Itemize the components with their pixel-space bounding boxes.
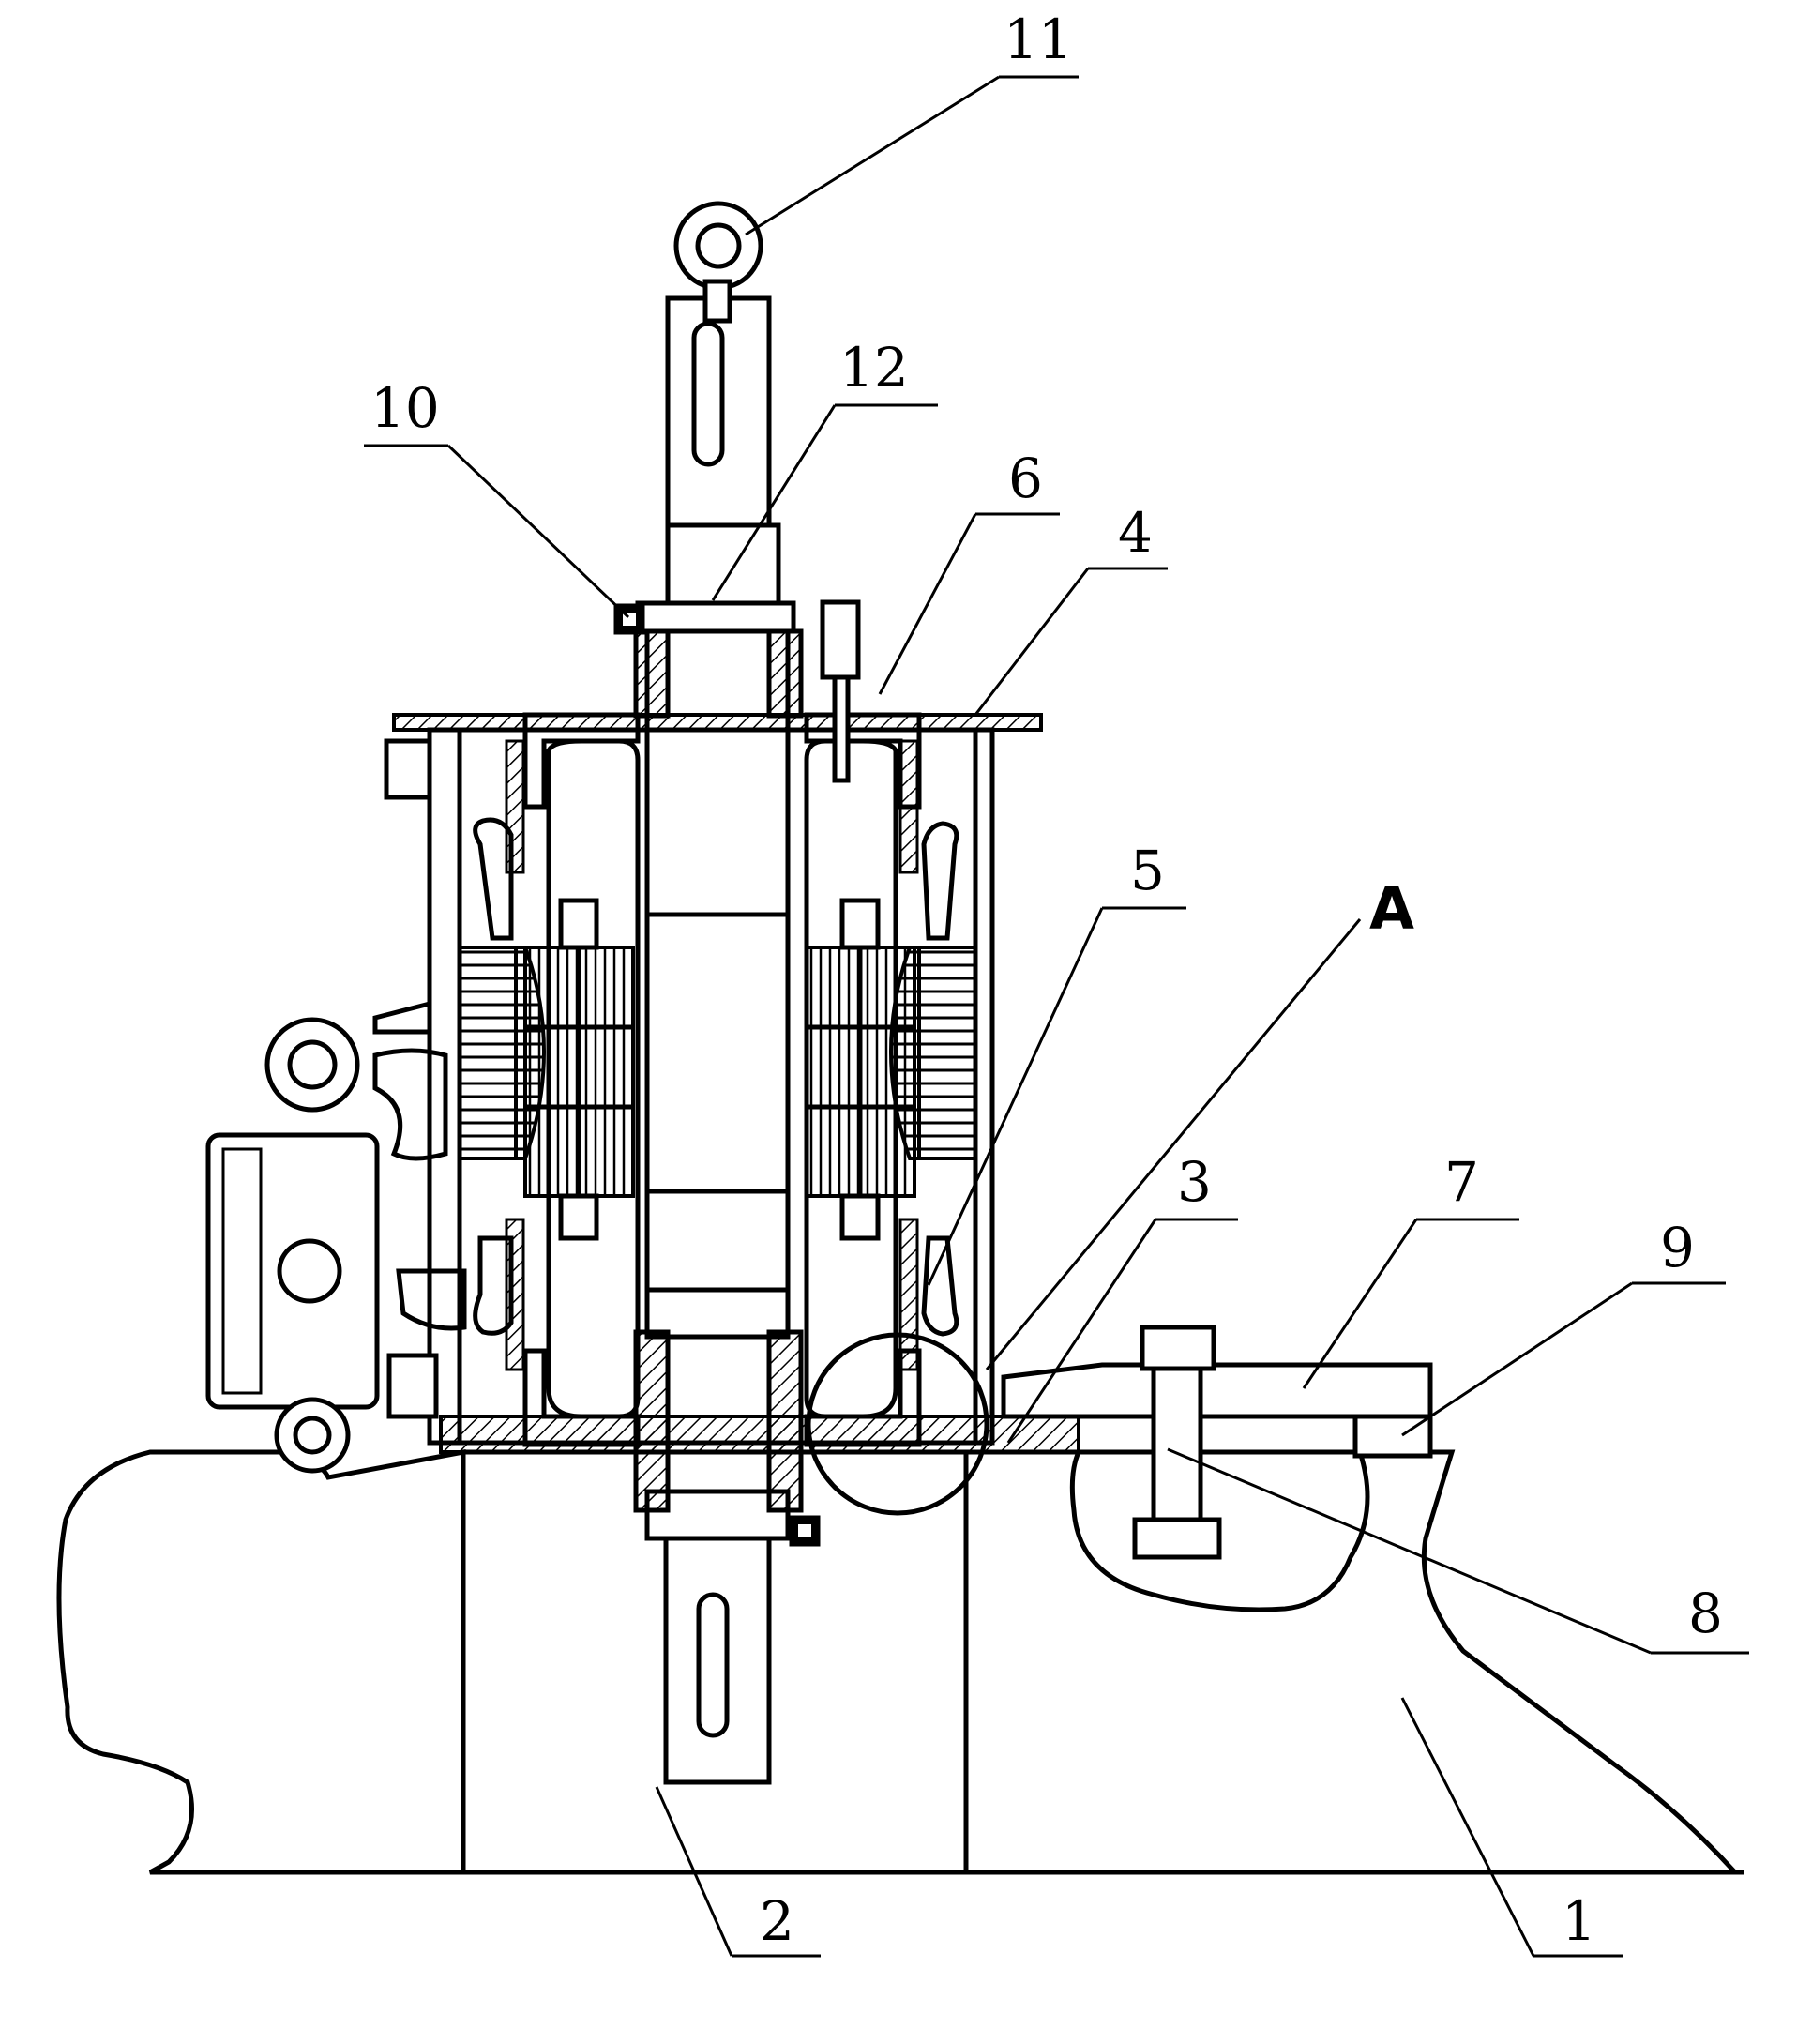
label-5: 5 xyxy=(1130,839,1165,902)
foundation-left-section xyxy=(56,1448,466,1875)
foundation-right-section xyxy=(963,1449,1741,1875)
side-lifting-eye-lower xyxy=(274,1397,351,1474)
label-7: 7 xyxy=(1444,1150,1479,1214)
label-4: 4 xyxy=(1118,501,1153,565)
motor-housing xyxy=(392,712,1080,1454)
label-6: 6 xyxy=(1008,447,1043,510)
flange-bolt xyxy=(820,599,861,783)
clamping-assembly xyxy=(1001,1325,1433,1560)
part-labels: 11 12 10 6 4 5 A 3 7 9 8 2 1 xyxy=(370,8,1723,1953)
label-a: A xyxy=(1369,874,1414,943)
label-10: 10 xyxy=(370,376,440,440)
label-1: 1 xyxy=(1562,1889,1596,1953)
terminal-box xyxy=(205,1048,467,1419)
coupling-sleeve xyxy=(613,600,821,1547)
label-2: 2 xyxy=(760,1889,794,1953)
clamp-shim xyxy=(1352,1414,1433,1459)
detail-circle-a xyxy=(806,1332,989,1516)
label-8: 8 xyxy=(1688,1582,1723,1645)
rotor-core xyxy=(523,898,916,1241)
end-winding-coils xyxy=(473,817,959,1337)
leader-lines xyxy=(364,75,1749,1958)
label-11: 11 xyxy=(1004,8,1073,71)
housing-top-bracket xyxy=(372,738,432,1035)
motor-shaft xyxy=(644,295,791,1785)
side-lifting-eye-upper xyxy=(264,1017,360,1113)
clamp-plate xyxy=(1001,1362,1433,1419)
label-9: 9 xyxy=(1660,1216,1695,1279)
top-lifting-eye xyxy=(673,201,763,324)
label-3: 3 xyxy=(1177,1150,1212,1214)
label-12: 12 xyxy=(839,336,909,400)
